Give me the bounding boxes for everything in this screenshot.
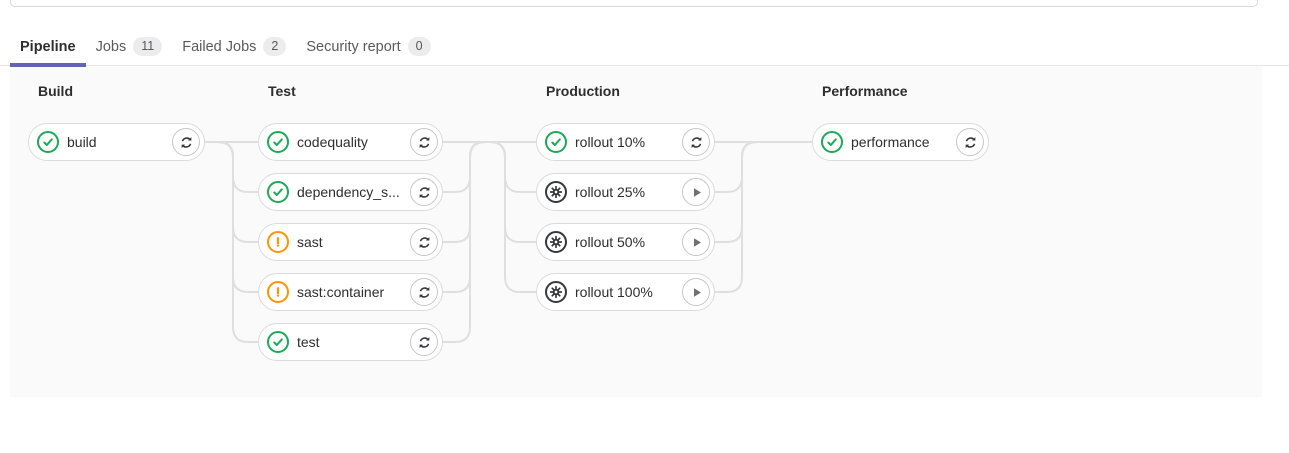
job-label: rollout 50%	[575, 234, 646, 250]
job-rollout-50[interactable]: rollout 50%	[536, 223, 715, 261]
job-dependency-scanning[interactable]: dependency_s...	[258, 173, 443, 211]
tab-pipeline[interactable]: Pipeline	[10, 28, 86, 67]
job-label: sast:container	[297, 284, 385, 300]
pipeline-tabs: Pipeline Jobs 11 Failed Jobs 2 Security …	[0, 28, 1289, 67]
job-rollout-25[interactable]: rollout 25%	[536, 173, 715, 211]
play-job-button[interactable]	[682, 178, 710, 206]
tab-label: Jobs	[95, 38, 127, 55]
job-label: performance	[851, 134, 930, 150]
retry-job-button[interactable]	[410, 128, 438, 156]
status-manual-icon	[545, 281, 567, 303]
stage-production: Production rollout 10% rollout 25% r	[536, 81, 715, 311]
retry-job-button[interactable]	[956, 128, 984, 156]
status-success-icon	[821, 131, 843, 153]
job-label: rollout 10%	[575, 134, 646, 150]
retry-job-button[interactable]	[410, 178, 438, 206]
tab-label: Security report	[306, 38, 401, 55]
job-label: build	[67, 134, 97, 150]
retry-job-button[interactable]	[410, 228, 438, 256]
status-success-icon	[37, 131, 59, 153]
security-report-count-badge: 0	[407, 37, 431, 56]
stage-performance: Performance performance	[812, 81, 989, 161]
job-test[interactable]: test	[258, 323, 443, 361]
retry-job-button[interactable]	[172, 128, 200, 156]
job-build[interactable]: build	[28, 123, 205, 161]
status-manual-icon	[545, 181, 567, 203]
job-label: sast	[297, 234, 323, 250]
play-job-button[interactable]	[682, 228, 710, 256]
tab-failed-jobs[interactable]: Failed Jobs 2	[172, 28, 296, 65]
retry-job-button[interactable]	[410, 328, 438, 356]
status-warning-icon	[267, 231, 289, 253]
stage-title: Production	[546, 83, 620, 99]
status-success-icon	[267, 331, 289, 353]
stage-title: Performance	[822, 83, 908, 99]
status-success-icon	[267, 181, 289, 203]
job-label: rollout 25%	[575, 184, 646, 200]
tab-security-report[interactable]: Security report 0	[296, 28, 440, 65]
job-sast[interactable]: sast	[258, 223, 443, 261]
summary-box-bottom-edge	[10, 0, 1258, 7]
job-label: rollout 100%	[575, 284, 653, 300]
job-rollout-100[interactable]: rollout 100%	[536, 273, 715, 311]
job-label: codequality	[297, 134, 368, 150]
status-warning-icon	[267, 281, 289, 303]
tab-jobs[interactable]: Jobs 11	[86, 28, 173, 65]
pipeline-graph: Build build Test codequality	[10, 67, 1262, 397]
tab-label: Pipeline	[20, 38, 76, 55]
status-success-icon	[267, 131, 289, 153]
retry-job-button[interactable]	[682, 128, 710, 156]
job-sast-container[interactable]: sast:container	[258, 273, 443, 311]
job-codequality[interactable]: codequality	[258, 123, 443, 161]
stage-title: Test	[268, 83, 296, 99]
stage-test: Test codequality dependency_s... sas	[258, 81, 443, 361]
stage-build: Build build	[28, 81, 205, 161]
job-label: test	[297, 334, 320, 350]
status-manual-icon	[545, 231, 567, 253]
job-rollout-10[interactable]: rollout 10%	[536, 123, 715, 161]
job-label: dependency_s...	[297, 184, 400, 200]
stage-title: Build	[38, 83, 73, 99]
status-success-icon	[545, 131, 567, 153]
failed-jobs-count-badge: 2	[263, 37, 287, 56]
job-performance[interactable]: performance	[812, 123, 989, 161]
jobs-count-badge: 11	[133, 37, 163, 56]
retry-job-button[interactable]	[410, 278, 438, 306]
tab-label: Failed Jobs	[182, 38, 257, 55]
play-job-button[interactable]	[682, 278, 710, 306]
